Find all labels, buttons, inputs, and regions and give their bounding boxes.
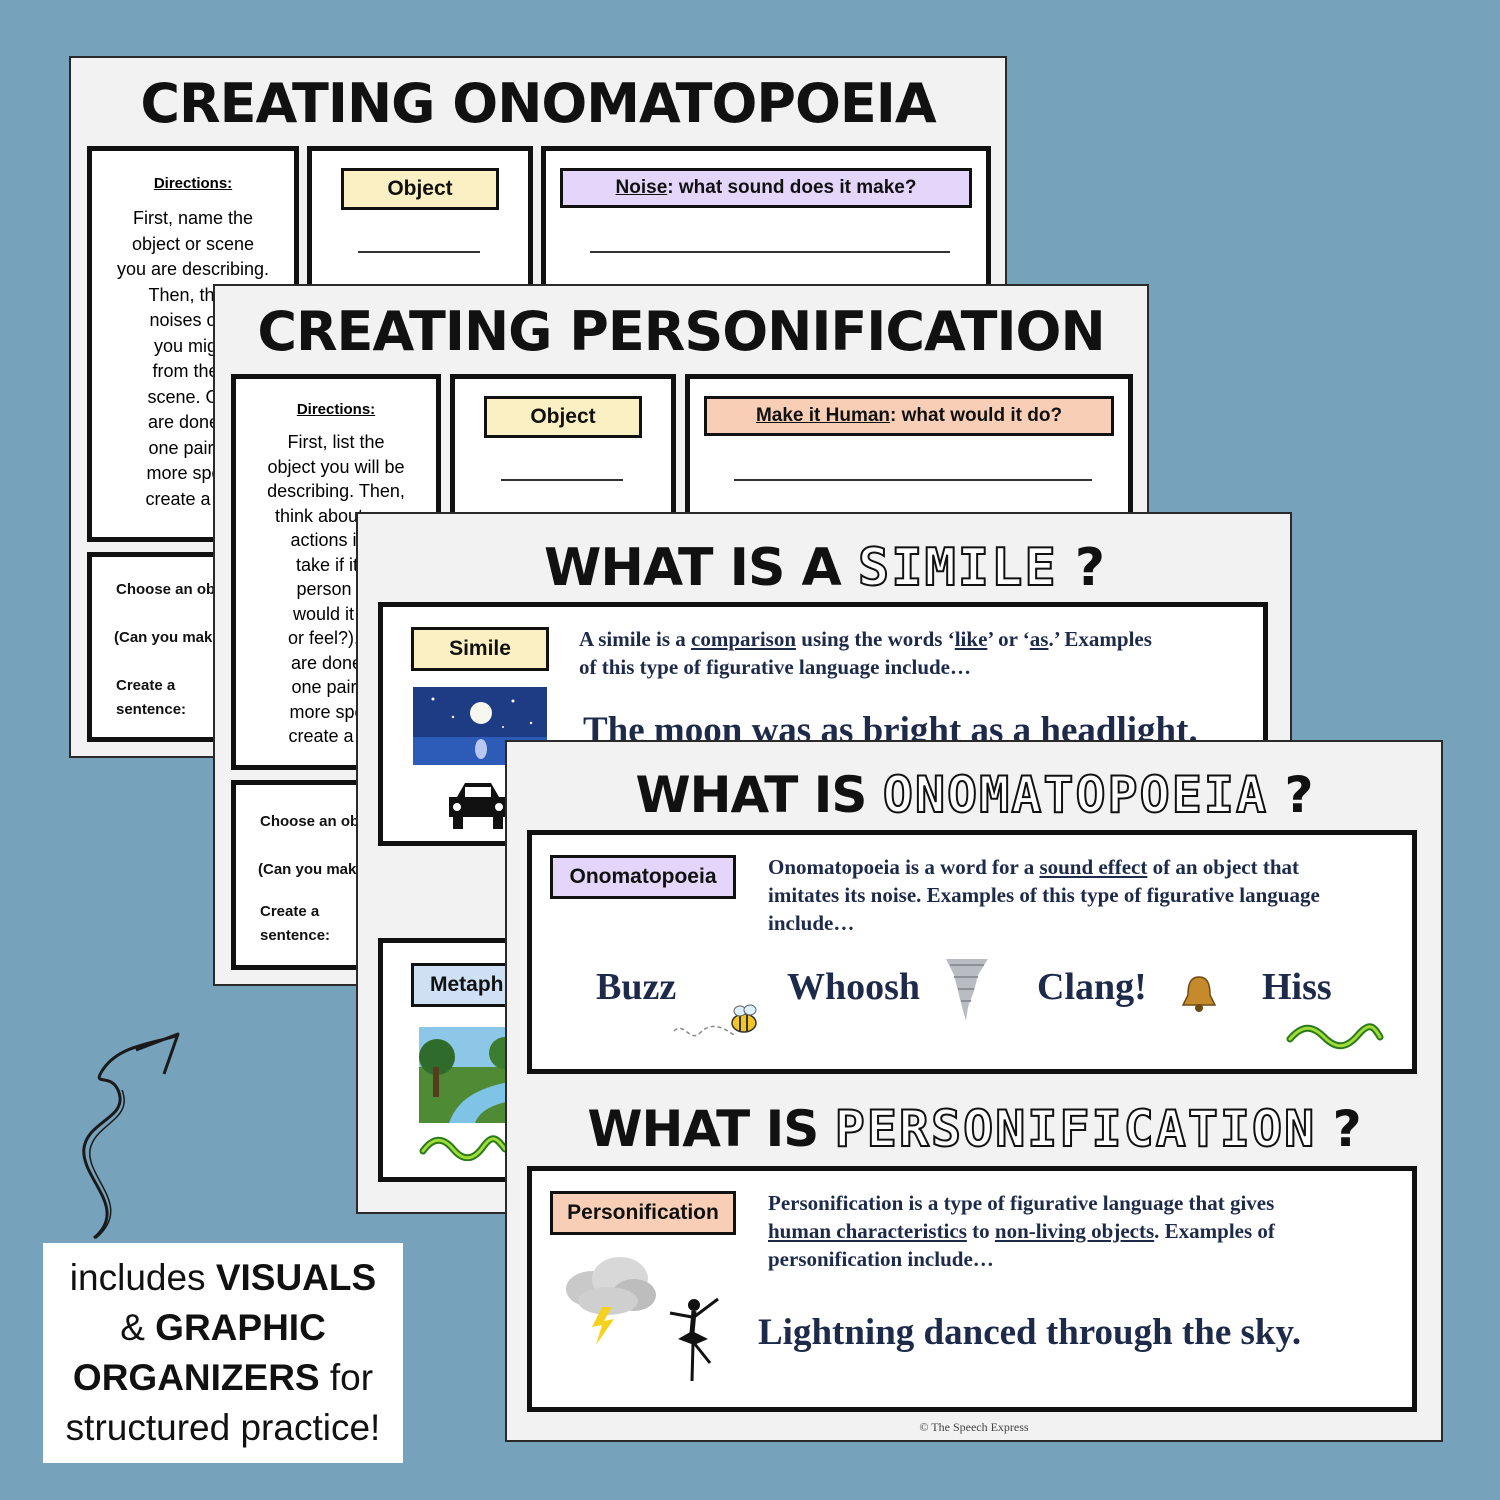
choose-object-label: Choose an obj xyxy=(116,581,220,598)
object-tag: Object xyxy=(484,396,642,438)
object-answer-line[interactable] xyxy=(358,251,480,253)
simile-tag: Simile xyxy=(411,627,549,671)
example-clang: Clang! xyxy=(1037,966,1147,1008)
onomatopoeia-personification-card: WHAT IS ONOMATOPOEIA ? Onomatopoeia Onom… xyxy=(505,740,1443,1442)
directions-text: First, name the object or scene you are … xyxy=(116,208,270,509)
copyright-text: © The Speech Express xyxy=(919,1420,1029,1434)
callout-line-3: ORGANIZERS for xyxy=(72,1357,374,1398)
make-it-human-tag: Make it Human: what would it do? xyxy=(704,396,1114,436)
title-fancy: SIMILE xyxy=(857,537,1058,599)
noise-label-word: Noise xyxy=(615,177,668,198)
callout-line-4: structured practice! xyxy=(65,1407,381,1448)
onomatopoeia-tag: Onomatopoeia xyxy=(550,855,736,899)
card-title: WHAT IS A SIMILE ? xyxy=(358,537,1290,599)
personification-example: Lightning danced through the sky. xyxy=(758,1312,1302,1353)
sentence-label: sentence: xyxy=(116,701,187,718)
bee-icon xyxy=(673,1004,757,1037)
curly-arrow-icon xyxy=(82,1032,180,1240)
car-icon xyxy=(449,783,507,829)
worksheet-title: CREATING ONOMATOPOEIA xyxy=(140,72,936,135)
personification-card-title: WHAT IS PERSONIFICATION ? xyxy=(507,1099,1441,1159)
human-label-rest: : what would it do? xyxy=(890,405,1063,426)
personification-tag: Personification xyxy=(550,1191,736,1235)
title-plain: WHAT IS A xyxy=(543,538,842,598)
title-fancy: ONOMATOPOEIA xyxy=(882,765,1269,825)
noise-label-rest: : what sound does it make? xyxy=(667,177,917,198)
title-plain: WHAT IS xyxy=(587,1100,819,1158)
worksheet-title: CREATING PERSONIFICATION xyxy=(257,300,1105,363)
object-answer-line[interactable] xyxy=(501,479,623,481)
can-you-make-label: (Can you make xyxy=(258,861,365,878)
human-label-word: Make it Human xyxy=(755,405,891,426)
object-panel: Object xyxy=(307,146,533,306)
tornado-icon xyxy=(946,959,988,1021)
title-plain: WHAT IS xyxy=(635,766,867,824)
sentence-label: sentence: xyxy=(260,927,331,944)
object-tag: Object xyxy=(341,168,499,210)
simile-definition: A simile is a comparison using the words… xyxy=(579,627,1152,679)
title-question: ? xyxy=(1284,766,1314,824)
directions-label: Directions: xyxy=(153,175,233,192)
create-a-label: Create a xyxy=(260,903,320,920)
noise-tag: Noise: what sound does it make? xyxy=(560,168,972,208)
example-hiss: Hiss xyxy=(1262,966,1332,1008)
noise-panel: Noise: what sound does it make? xyxy=(541,146,991,306)
callout-box: includes VISUALS & GRAPHIC ORGANIZERS fo… xyxy=(43,1243,403,1463)
snake-icon xyxy=(1286,1023,1384,1050)
snake-icon xyxy=(419,1135,507,1161)
choose-object-label: Choose an obj xyxy=(260,813,364,830)
personification-panel: Personification Personification is a typ… xyxy=(527,1166,1417,1412)
storm-cloud-icon xyxy=(566,1257,656,1345)
create-a-label: Create a xyxy=(116,677,176,694)
human-panel: Make it Human: what would it do? xyxy=(685,374,1133,534)
callout-line-2: & GRAPHIC xyxy=(120,1307,326,1348)
onomatopoeia-panel: Onomatopoeia Onomatopoeia is a word for … xyxy=(527,830,1417,1074)
bell-icon xyxy=(1181,976,1217,1012)
can-you-make-label: (Can you make xyxy=(114,629,221,646)
ballerina-icon xyxy=(669,1297,719,1382)
personification-definition: Personification is a type of figurative … xyxy=(768,1191,1275,1271)
title-fancy: PERSONIFICATION xyxy=(834,1099,1317,1159)
title-question: ? xyxy=(1074,538,1105,598)
directions-label: Directions: xyxy=(296,401,376,418)
onomatopoeia-card-title: WHAT IS ONOMATOPOEIA ? xyxy=(507,765,1441,825)
object-panel: Object xyxy=(450,374,676,534)
example-whoosh: Whoosh xyxy=(787,966,921,1008)
human-answer-line[interactable] xyxy=(734,479,1092,481)
callout-line-1: includes VISUALS xyxy=(69,1257,377,1298)
example-buzz: Buzz xyxy=(596,966,677,1008)
noise-answer-line[interactable] xyxy=(590,251,950,253)
title-question: ? xyxy=(1332,1100,1362,1158)
onomatopoeia-definition: Onomatopoeia is a word for a sound effec… xyxy=(768,855,1320,935)
